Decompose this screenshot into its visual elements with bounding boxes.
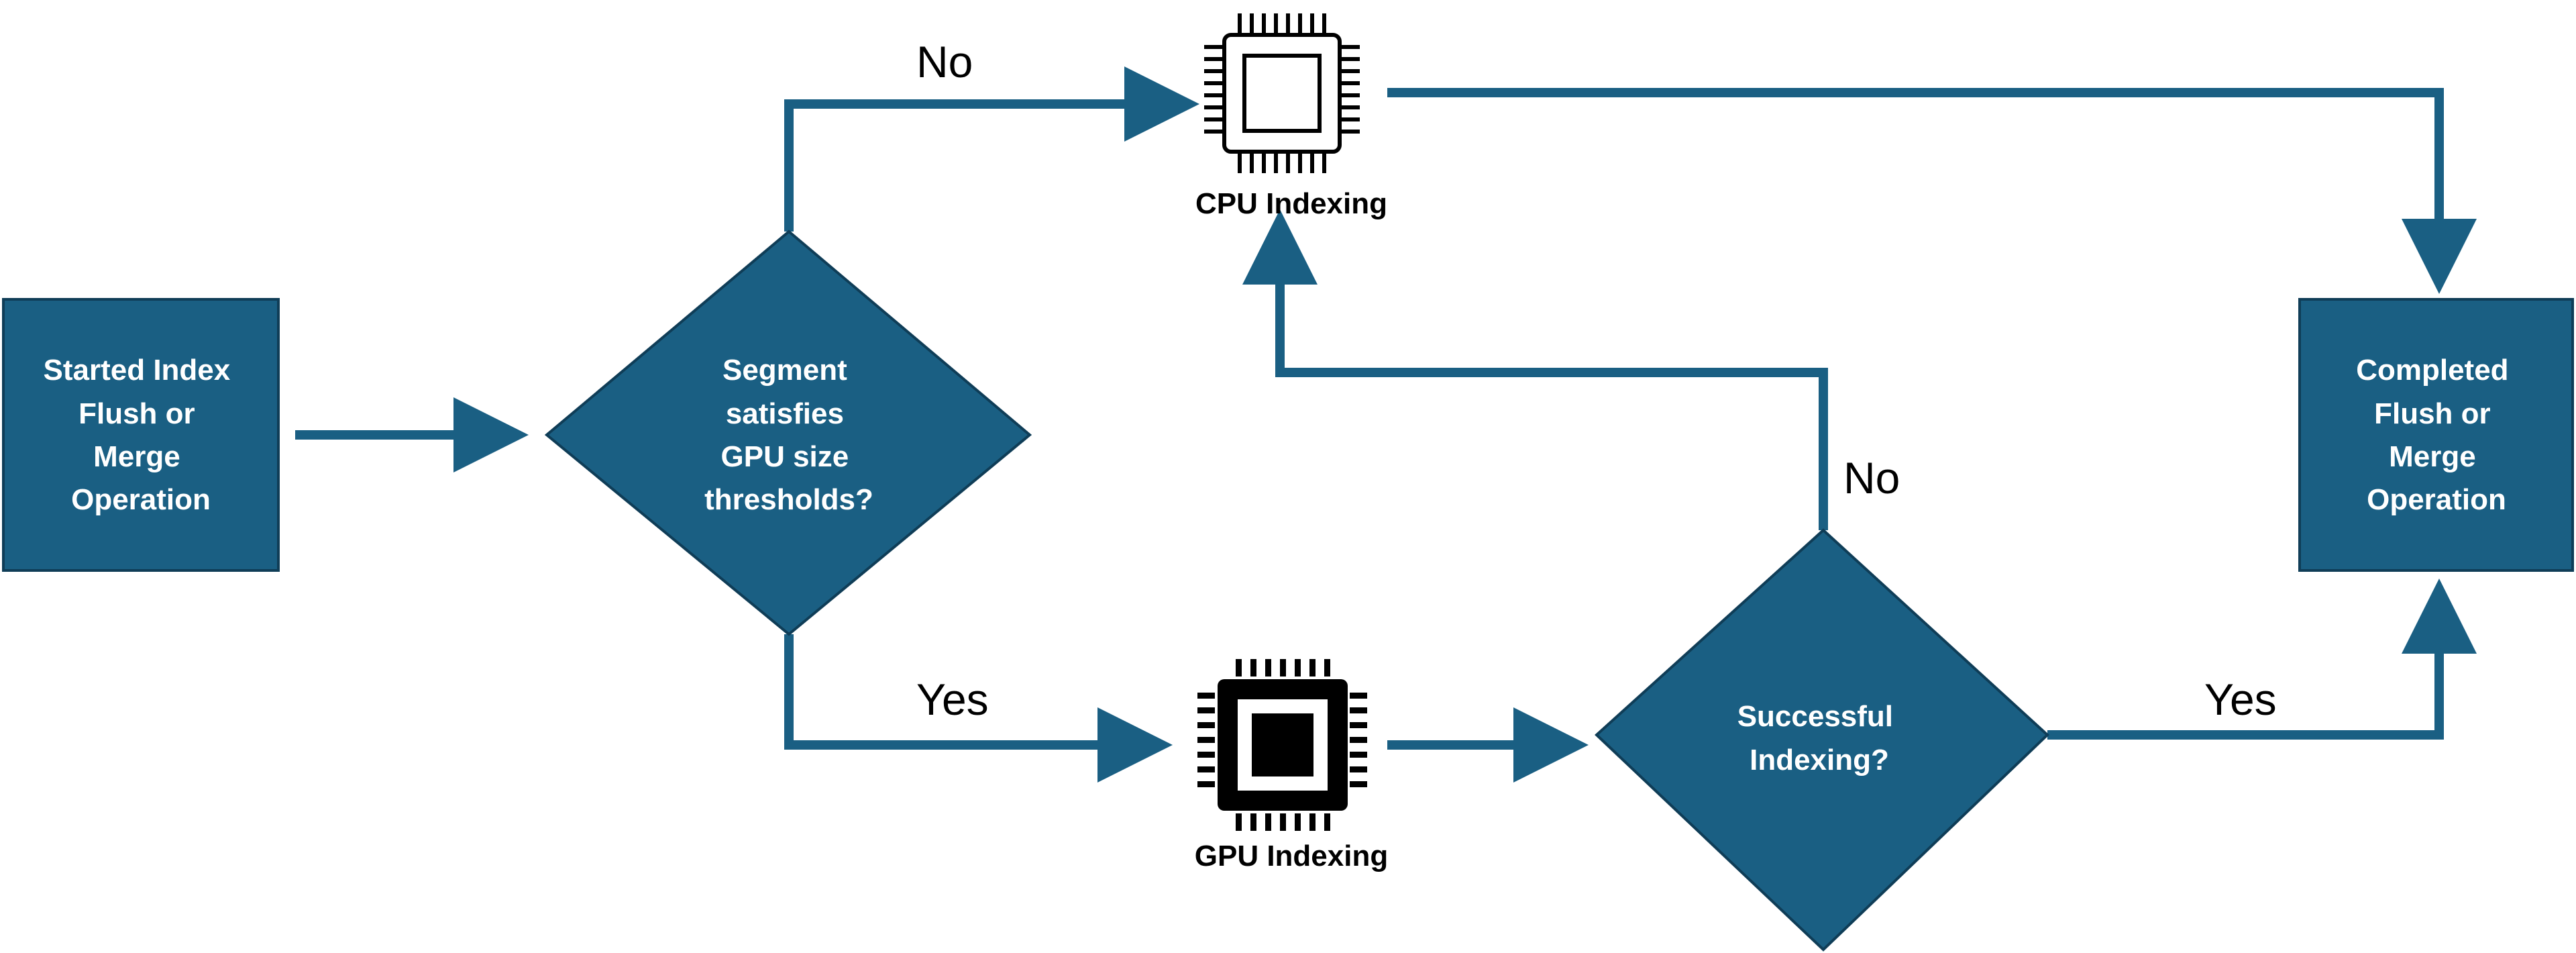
edge-label-no: No [916, 37, 973, 87]
decision-gpu-threshold-shape [544, 230, 1032, 636]
edge-label-yes: Yes [916, 674, 989, 724]
decision-gpu-line: thresholds? [704, 483, 873, 516]
decision-success-line: Successful [1737, 700, 1893, 733]
decision-gpu-line: satisfies [726, 397, 844, 430]
start-node-shape [2, 298, 280, 572]
edge-cpu-to-end [1387, 88, 2477, 294]
decision-gpu-threshold: Segment satisfies GPU size thresholds? [544, 230, 1032, 636]
start-node: Started Index Flush or Merge Operation [2, 298, 280, 572]
end-node-line: Completed [2356, 354, 2508, 387]
edge-decision-yes-to-gpu [784, 634, 1173, 783]
end-node-text: Completed Flush or Merge Operation [2356, 354, 2517, 516]
edge-label-yes: Yes [2204, 674, 2277, 724]
edge-decision-no-to-cpu [784, 66, 1199, 232]
end-node-line: Merge [2389, 440, 2476, 473]
decision-gpu-threshold-text: Segment satisfies GPU size thresholds? [704, 354, 873, 516]
start-node-line: Merge [93, 440, 180, 473]
gpu-chip-filled-icon: GPU Indexing [1195, 659, 1388, 872]
decision-success-text: Successful Indexing? [1737, 700, 1902, 776]
decision-success: Successful Indexing? [1595, 528, 2049, 952]
start-node-line: Operation [71, 483, 211, 516]
end-node-shape [2298, 298, 2574, 572]
start-node-text: Started Index Flush or Merge Operation [44, 354, 239, 516]
decision-success-shape [1595, 528, 2049, 952]
end-node: Completed Flush or Merge Operation [2298, 298, 2574, 572]
cpu-indexing-label: CPU Indexing [1195, 187, 1387, 220]
end-node-line: Flush or [2374, 397, 2491, 430]
end-node-line: Operation [2367, 483, 2506, 516]
decision-success-line: Indexing? [1750, 744, 1889, 776]
decision-gpu-line: Segment [722, 354, 847, 387]
edge-success-no-to-cpu [1242, 209, 1828, 530]
cpu-chip-outline-icon: CPU Indexing [1195, 13, 1387, 220]
start-node-line: Flush or [78, 397, 195, 430]
edge-label-no: No [1843, 453, 1900, 503]
decision-gpu-line: GPU size [721, 440, 849, 473]
start-node-line: Started Index [44, 354, 231, 387]
edge-success-yes-to-end [2047, 579, 2477, 740]
edges [295, 66, 2477, 783]
gpu-indexing-label: GPU Indexing [1195, 840, 1388, 872]
